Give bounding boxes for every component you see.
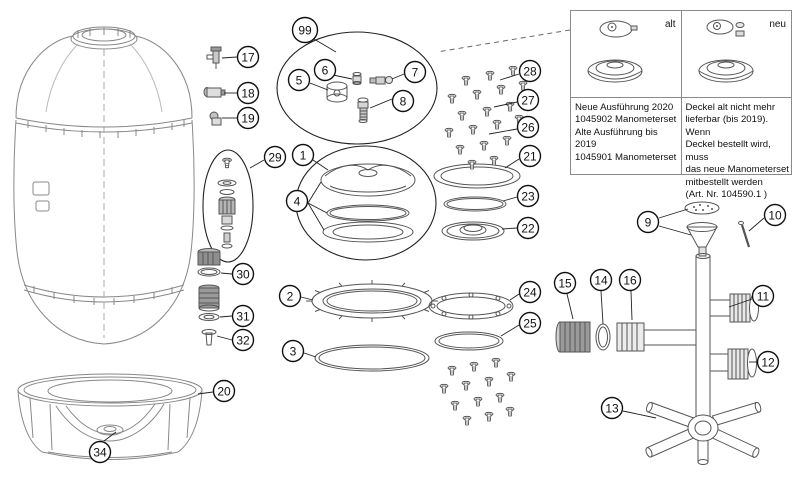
lid-group-art: [295, 145, 437, 261]
callout-12: 12: [756, 350, 780, 374]
tank-art: [13, 26, 195, 345]
svg-text:24: 24: [523, 285, 537, 299]
svg-text:99: 99: [298, 23, 312, 37]
neu-label: neu: [769, 19, 786, 30]
svg-text:18: 18: [241, 86, 255, 100]
svg-text:9: 9: [645, 215, 652, 229]
svg-text:34: 34: [93, 445, 107, 459]
callout-28: 28: [518, 59, 542, 83]
svg-text:7: 7: [412, 65, 419, 79]
callout-11: 11: [751, 284, 775, 308]
neu-text: Deckel alt nicht mehr lieferbar (bis 201…: [685, 102, 789, 201]
callout-6: 6: [313, 58, 337, 82]
callout-30: 30: [231, 262, 255, 286]
neu-gauge-art: [698, 19, 753, 83]
callout-10: 10: [763, 203, 787, 227]
callout-5: 5: [287, 68, 311, 92]
callout-99: 99: [291, 16, 319, 44]
svg-text:32: 32: [236, 333, 250, 347]
base-stand-art: [17, 373, 203, 460]
callout-32: 32: [231, 328, 255, 352]
callout-7: 7: [403, 60, 427, 84]
svg-text:12: 12: [761, 355, 775, 369]
callout-3: 3: [281, 339, 305, 363]
svg-text:5: 5: [296, 73, 303, 87]
callout-23: 23: [516, 184, 540, 208]
alt-label: alt: [664, 19, 676, 30]
clamp-ring-art: [306, 280, 438, 322]
diffuser-parts-art: [433, 163, 521, 241]
alt-drawing-area: alt: [571, 11, 681, 98]
svg-text:14: 14: [594, 273, 608, 287]
svg-text:28: 28: [523, 64, 537, 78]
manometer-group-art: [276, 31, 438, 145]
svg-text:3: 3: [290, 344, 297, 358]
screws-cluster-bottom: [439, 357, 516, 426]
drain-parts-art: [197, 248, 221, 346]
callout-17: 17: [236, 45, 260, 69]
callout-18: 18: [236, 81, 260, 105]
svg-text:23: 23: [521, 189, 535, 203]
callout-16: 16: [618, 268, 642, 292]
callout-2: 2: [278, 284, 302, 308]
valve-assembly-art: [555, 201, 762, 465]
manometer-info-box: alt Neue Ausführung 2020 1045902 Manomet…: [570, 10, 792, 200]
svg-text:16: 16: [623, 273, 637, 287]
callout-1: 1: [291, 143, 315, 167]
callout-13: 13: [600, 396, 624, 420]
callout-27: 27: [516, 88, 540, 112]
svg-text:19: 19: [241, 111, 255, 125]
callout-24: 24: [518, 280, 542, 304]
callout-14: 14: [589, 268, 613, 292]
callout-26: 26: [516, 115, 540, 139]
alt-gauge-art: [587, 20, 643, 83]
air-relief-group-art: [202, 149, 254, 263]
svg-text:13: 13: [605, 401, 619, 415]
callout-25: 25: [518, 311, 542, 335]
leader-lines: [103, 29, 765, 442]
tank-oring-art: [314, 344, 430, 372]
callout-8: 8: [391, 89, 415, 113]
svg-text:6: 6: [322, 63, 329, 77]
svg-text:21: 21: [523, 149, 537, 163]
callout-21: 21: [518, 144, 542, 168]
callout-19: 19: [236, 106, 260, 130]
svg-text:4: 4: [294, 194, 301, 208]
callout-4: 4: [285, 189, 309, 213]
svg-text:10: 10: [768, 208, 782, 222]
screws-cluster-top: [444, 65, 528, 170]
svg-text:8: 8: [400, 94, 407, 108]
callout-34: 34: [88, 440, 112, 464]
neu-drawing-area: neu: [681, 11, 791, 98]
svg-text:25: 25: [523, 316, 537, 330]
callout-22: 22: [516, 216, 540, 240]
svg-text:20: 20: [217, 384, 231, 398]
flange-parts-art: [428, 292, 514, 351]
svg-text:17: 17: [241, 50, 255, 64]
alt-text: Neue Ausführung 2020 1045902 Manometerse…: [575, 102, 677, 163]
callout-29: 29: [263, 145, 287, 169]
svg-text:30: 30: [236, 267, 250, 281]
svg-text:11: 11: [757, 289, 770, 303]
callout-20: 20: [212, 379, 236, 403]
svg-text:31: 31: [236, 309, 250, 323]
svg-text:1: 1: [300, 148, 307, 162]
callout-31: 31: [231, 304, 255, 328]
callout-15: 15: [553, 271, 577, 295]
svg-text:15: 15: [558, 276, 572, 290]
svg-text:26: 26: [521, 120, 535, 134]
svg-text:2: 2: [287, 289, 294, 303]
fittings-art: [203, 46, 226, 126]
svg-text:22: 22: [521, 221, 535, 235]
svg-text:29: 29: [268, 150, 282, 164]
callout-9: 9: [636, 210, 660, 234]
info-panel-neu: neu Deckel alt nicht mehr lieferbar (bis…: [680, 11, 791, 200]
info-panel-alt: alt Neue Ausführung 2020 1045902 Manomet…: [571, 11, 681, 174]
svg-text:27: 27: [521, 93, 535, 107]
